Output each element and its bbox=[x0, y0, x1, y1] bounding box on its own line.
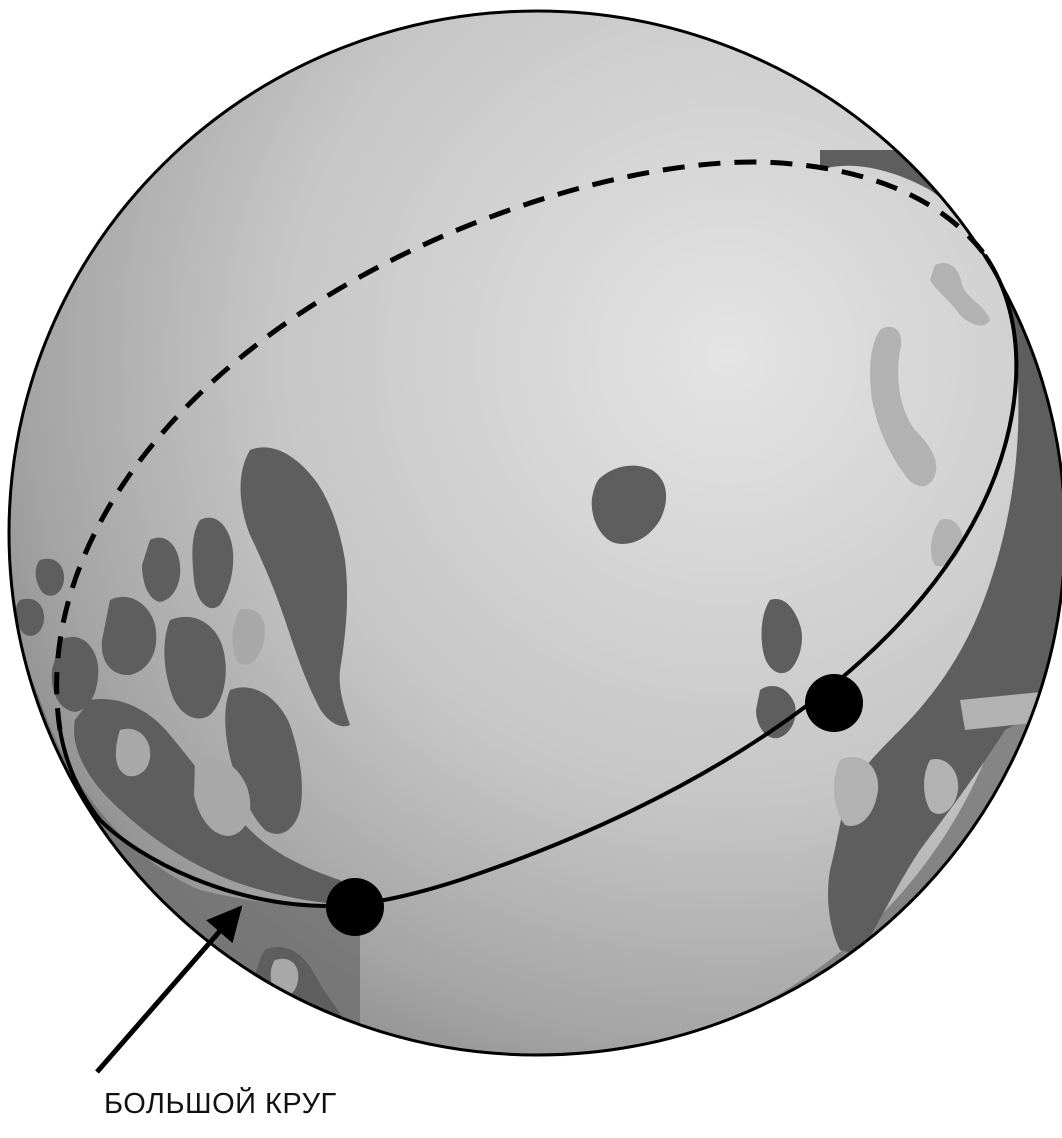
marker-point-right bbox=[805, 674, 863, 732]
pointer-arrow bbox=[97, 908, 240, 1072]
marker-point-left bbox=[326, 878, 384, 936]
great-circle-label: БОЛЬШОЙ КРУГ bbox=[104, 1088, 337, 1121]
